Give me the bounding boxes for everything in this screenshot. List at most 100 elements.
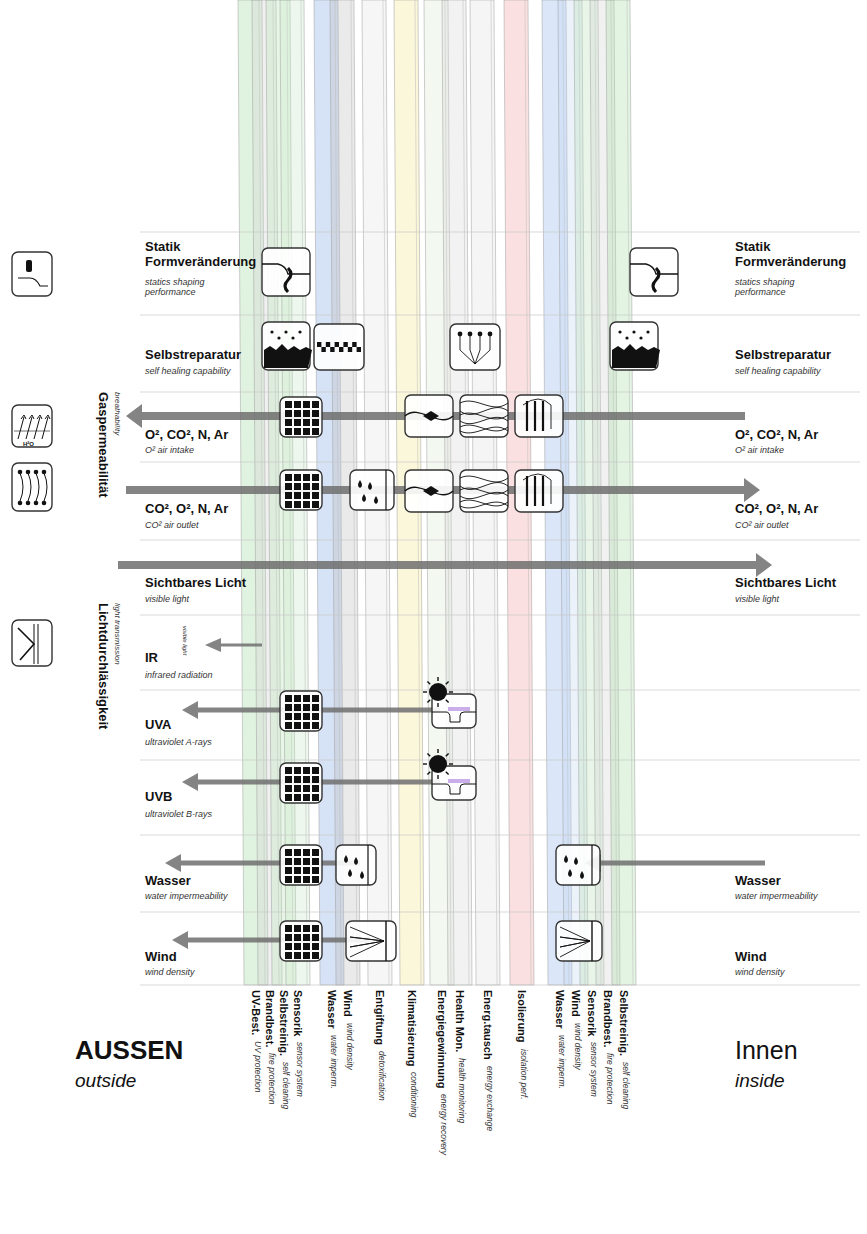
layer-sublabel: conditioning <box>408 1072 419 1117</box>
grid-cell <box>285 483 292 490</box>
grid-cell <box>312 401 319 408</box>
icon-box <box>515 470 563 512</box>
icon-stroke <box>560 941 590 957</box>
uv-filter <box>448 779 470 783</box>
icon-stroke <box>460 492 508 498</box>
icon-stroke <box>630 264 678 274</box>
grid-cell <box>312 858 319 865</box>
layer-label: Wind <box>342 990 354 1017</box>
icon-stroke <box>446 772 449 775</box>
row-line <box>140 232 860 233</box>
grid-cell <box>303 794 310 801</box>
row-label: Sichtbares Licht <box>735 576 836 591</box>
icon-stroke <box>560 927 590 941</box>
grid-cell <box>285 925 292 932</box>
grid-cell <box>294 428 301 435</box>
row-sublabel: statics shaping performance <box>145 277 245 298</box>
icon-stroke <box>460 417 508 423</box>
gas-dot <box>18 470 23 475</box>
icon-box <box>12 463 52 511</box>
row-sublabel: water impermeability <box>735 891 818 901</box>
flow-arrow <box>205 638 262 652</box>
flow-arrows <box>118 404 772 949</box>
layer-label: Brandbest. <box>264 990 276 1047</box>
icon-stroke <box>568 869 572 877</box>
circuit-dot <box>458 332 463 337</box>
icon-stroke <box>348 869 352 877</box>
grid-cell <box>294 419 301 426</box>
icon-stroke <box>350 937 384 941</box>
icon-box <box>405 395 453 437</box>
gas-dot <box>34 470 39 475</box>
grid-cell <box>285 858 292 865</box>
icon-stroke <box>38 624 39 664</box>
icon-box <box>280 397 322 437</box>
row-label: O², CO², N, Ar <box>735 428 818 443</box>
icon-stroke <box>460 476 508 482</box>
icon-stroke <box>36 473 39 501</box>
side-heading: Innen <box>735 1036 798 1065</box>
grid-cell <box>312 419 319 426</box>
grid-cell <box>285 767 292 774</box>
circuit-dot <box>488 332 493 337</box>
grid-cell <box>312 876 319 883</box>
icon-stroke <box>42 415 50 439</box>
flow-arrow <box>585 854 765 872</box>
grid-cell <box>285 713 292 720</box>
icon-box <box>262 248 310 296</box>
grid-cell <box>312 695 319 702</box>
row-label: CO², O², N, Ar <box>145 502 228 517</box>
layer-label: Selbstreinig. <box>278 990 290 1056</box>
grid-cell <box>303 785 310 792</box>
icon-stroke <box>612 344 660 368</box>
grid-cell <box>312 776 319 783</box>
grid-cell <box>312 501 319 508</box>
layer-sublabel: UV protection <box>252 1041 263 1093</box>
icon-stroke <box>28 473 31 501</box>
particle-dot <box>270 330 273 333</box>
grid-cell <box>294 492 301 499</box>
grid-cell <box>303 849 310 856</box>
row-sublabel: self healing capability <box>145 366 231 376</box>
icon-stroke <box>449 763 453 764</box>
gas-dot <box>26 501 31 506</box>
grid-cell <box>312 428 319 435</box>
icon-stroke <box>427 700 430 703</box>
particle-dot <box>277 336 280 339</box>
grid-cell <box>312 767 319 774</box>
row-sublabel: ultraviolet A-rays <box>145 737 212 747</box>
icon-stroke <box>470 336 475 364</box>
layer-label: Entgiftung <box>374 990 386 1045</box>
grid-cell <box>285 952 292 959</box>
grid-cell <box>294 952 301 959</box>
icon-stroke <box>18 278 48 286</box>
layer-label: Klimatisierung <box>406 990 418 1066</box>
icon-stroke <box>446 753 449 756</box>
row-line <box>140 912 860 913</box>
grid-cell <box>294 474 301 481</box>
icon-stroke <box>560 941 590 947</box>
grid-cell <box>312 410 319 417</box>
icon-stroke <box>360 871 364 879</box>
icon-stroke <box>449 691 453 692</box>
icon-stroke <box>350 941 384 947</box>
icon-stroke <box>354 857 358 865</box>
side-subheading: inside <box>735 1070 785 1092</box>
layer-label: Wasser <box>326 990 338 1029</box>
grid-cell <box>312 943 319 950</box>
layer-label: Sensorik <box>586 990 598 1036</box>
layer-label: Selbstreinig. <box>618 990 630 1056</box>
row-label: Wind <box>735 950 767 965</box>
row-sublabel: wind density <box>735 967 785 977</box>
row-sublabel: self healing capability <box>735 366 821 376</box>
layer-label: Energ.tausch <box>482 990 494 1060</box>
sun-disc <box>429 683 447 701</box>
gas-dot <box>42 470 47 475</box>
icon-stroke <box>523 399 551 429</box>
icon-stroke <box>374 496 378 504</box>
icon-box <box>336 845 376 885</box>
row-line <box>140 985 860 986</box>
layer-sublabel: fire protection <box>604 1053 615 1105</box>
grid-cell <box>285 794 292 801</box>
icon-stroke <box>385 921 386 961</box>
